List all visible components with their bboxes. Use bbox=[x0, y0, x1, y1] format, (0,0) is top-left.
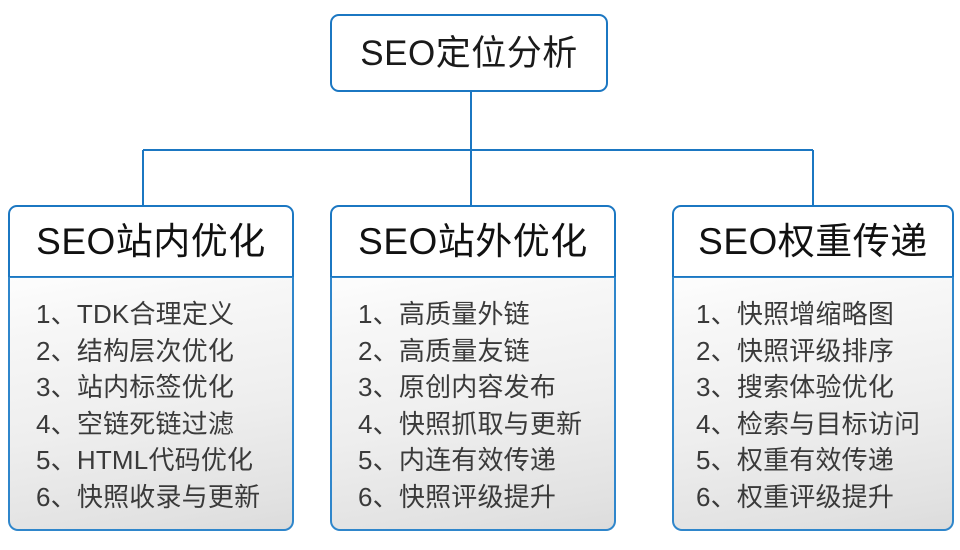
list-item-text: 结构层次优化 bbox=[76, 335, 235, 366]
list-item: 1、快照增缩略图 bbox=[696, 296, 952, 333]
list-item-index: 3、 bbox=[358, 372, 399, 402]
list-item-index: 2、 bbox=[696, 335, 737, 366]
branch-panel-1: 1、TDK合理定义 2、结构层次优化 3、站内标签优化 4、空链死链过滤 5、H… bbox=[8, 277, 294, 531]
list-item-index: 1、 bbox=[358, 299, 399, 329]
branch-header-2[interactable]: SEO站外优化 bbox=[330, 205, 616, 277]
list-item: 6、快照评级提升 bbox=[358, 479, 614, 516]
list-item: 5、内连有效传递 bbox=[358, 442, 614, 479]
list-item-index: 5、 bbox=[696, 445, 737, 475]
list-item: 3、站内标签优化 bbox=[36, 369, 292, 406]
branch-panel-3: 1、快照增缩略图 2、快照评级排序 3、搜索体验优化 4、检索与目标访问 5、权… bbox=[672, 277, 954, 531]
list-item: 2、结构层次优化 bbox=[36, 333, 292, 370]
list-item-text: 内连有效传递 bbox=[398, 445, 557, 475]
list-item: 2、快照评级排序 bbox=[696, 333, 952, 370]
list-item: 4、快照抓取与更新 bbox=[358, 406, 614, 443]
branch-header-3[interactable]: SEO权重传递 bbox=[672, 205, 954, 277]
list-item-index: 6、 bbox=[696, 481, 737, 512]
list-item-text: 快照评级提升 bbox=[398, 481, 557, 512]
branch-column-2: SEO站外优化 1、高质量外链 2、高质量友链 3、原创内容发布 4、快照抓取与… bbox=[330, 205, 616, 531]
branch-column-1: SEO站内优化 1、TDK合理定义 2、结构层次优化 3、站内标签优化 4、空链… bbox=[8, 205, 294, 531]
branch-header-1[interactable]: SEO站内优化 bbox=[8, 205, 294, 277]
list-item-text: 快照评级排序 bbox=[736, 335, 895, 366]
list-item: 4、空链死链过滤 bbox=[36, 406, 292, 443]
list-item-index: 3、 bbox=[696, 372, 737, 402]
list-item-index: 5、 bbox=[358, 445, 399, 475]
branch-item-list-1: 1、TDK合理定义 2、结构层次优化 3、站内标签优化 4、空链死链过滤 5、H… bbox=[10, 296, 292, 515]
list-item: 3、原创内容发布 bbox=[358, 369, 614, 406]
list-item-index: 4、 bbox=[358, 408, 399, 439]
list-item: 6、权重评级提升 bbox=[696, 479, 952, 516]
list-item-index: 6、 bbox=[36, 481, 77, 512]
list-item-index: 5、 bbox=[36, 445, 77, 475]
list-item: 5、权重有效传递 bbox=[696, 442, 952, 479]
list-item: 1、高质量外链 bbox=[358, 296, 614, 333]
list-item-index: 4、 bbox=[696, 408, 737, 439]
root-node-title: SEO定位分析 bbox=[360, 33, 578, 73]
root-node[interactable]: SEO定位分析 bbox=[330, 14, 608, 92]
list-item-index: 2、 bbox=[358, 335, 399, 366]
branch-column-3: SEO权重传递 1、快照增缩略图 2、快照评级排序 3、搜索体验优化 4、检索与… bbox=[672, 205, 954, 531]
list-item-index: 6、 bbox=[358, 481, 399, 512]
list-item-index: 4、 bbox=[36, 408, 77, 439]
list-item-index: 1、 bbox=[36, 299, 77, 329]
branch-item-list-2: 1、高质量外链 2、高质量友链 3、原创内容发布 4、快照抓取与更新 5、内连有… bbox=[332, 296, 614, 515]
list-item-text: 搜索体验优化 bbox=[736, 372, 895, 402]
list-item: 6、快照收录与更新 bbox=[36, 479, 292, 516]
list-item-index: 1、 bbox=[696, 299, 737, 329]
list-item-text: 原创内容发布 bbox=[398, 372, 557, 402]
branch-panel-2: 1、高质量外链 2、高质量友链 3、原创内容发布 4、快照抓取与更新 5、内连有… bbox=[330, 277, 616, 531]
branch-header-title-1: SEO站内优化 bbox=[36, 221, 266, 262]
list-item-text: TDK合理定义 bbox=[76, 299, 235, 329]
list-item-text: HTML代码优化 bbox=[76, 445, 254, 475]
list-item-text: 权重有效传递 bbox=[736, 445, 895, 475]
list-item-text: 高质量友链 bbox=[398, 335, 530, 366]
list-item-text: 站内标签优化 bbox=[76, 372, 235, 402]
branch-header-title-3: SEO权重传递 bbox=[698, 221, 928, 262]
list-item-index: 2、 bbox=[36, 335, 77, 366]
list-item: 1、TDK合理定义 bbox=[36, 296, 292, 333]
list-item-text: 检索与目标访问 bbox=[736, 408, 921, 439]
list-item: 3、搜索体验优化 bbox=[696, 369, 952, 406]
list-item: 5、HTML代码优化 bbox=[36, 442, 292, 479]
branch-item-list-3: 1、快照增缩略图 2、快照评级排序 3、搜索体验优化 4、检索与目标访问 5、权… bbox=[674, 296, 952, 515]
list-item: 4、检索与目标访问 bbox=[696, 406, 952, 443]
list-item-text: 空链死链过滤 bbox=[76, 408, 235, 439]
list-item-text: 快照增缩略图 bbox=[736, 299, 895, 329]
list-item-text: 高质量外链 bbox=[398, 299, 530, 329]
branch-header-title-2: SEO站外优化 bbox=[358, 221, 588, 262]
list-item-index: 3、 bbox=[36, 372, 77, 402]
list-item-text: 快照抓取与更新 bbox=[398, 408, 583, 439]
list-item-text: 快照收录与更新 bbox=[76, 481, 261, 512]
list-item-text: 权重评级提升 bbox=[736, 481, 895, 512]
list-item: 2、高质量友链 bbox=[358, 333, 614, 370]
